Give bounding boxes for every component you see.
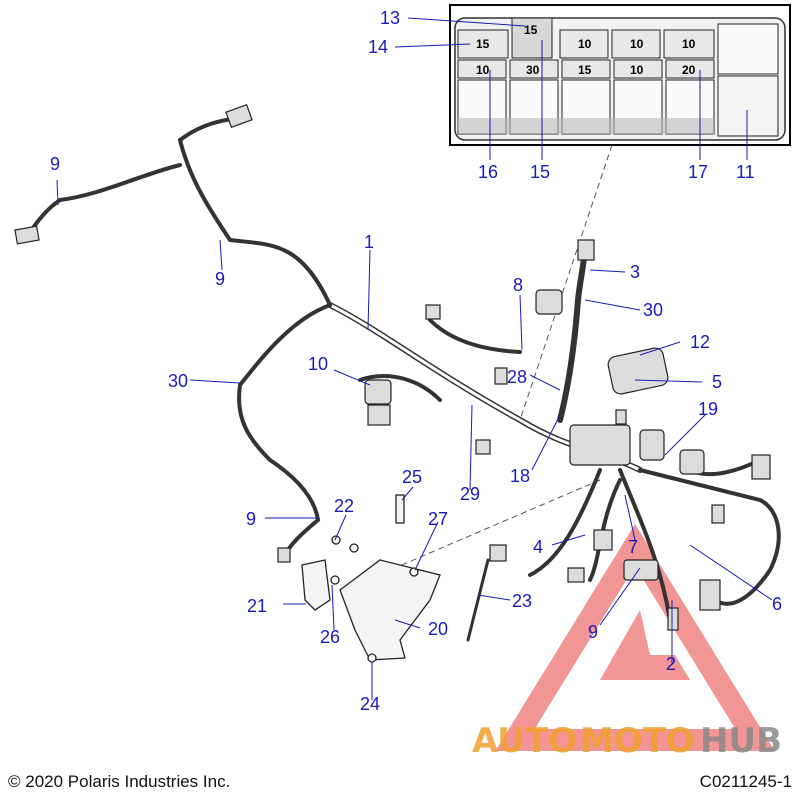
callout-7: 7 — [628, 537, 638, 557]
callout-5: 5 — [712, 372, 722, 392]
callout-13: 13 — [380, 8, 400, 28]
callout-17: 17 — [688, 162, 708, 182]
fuse-label: 15 — [476, 37, 490, 51]
svg-text:AUTO: AUTO — [472, 721, 577, 761]
callout-27: 27 — [428, 509, 448, 529]
callout-leaders — [56, 179, 773, 700]
callout-4: 4 — [533, 537, 543, 557]
fuse-label: 20 — [682, 63, 696, 77]
copyright-text: © 2020 Polaris Industries Inc. — [8, 772, 231, 791]
callout-25: 25 — [402, 467, 422, 487]
callout-11: 11 — [736, 162, 755, 182]
callout-2: 2 — [666, 654, 676, 674]
callout-15: 15 — [530, 162, 550, 182]
fuse-label: 10 — [476, 63, 490, 77]
fuse-label: 15 — [524, 23, 538, 37]
callout-29: 29 — [460, 484, 480, 504]
fuse-label: 10 — [578, 37, 592, 51]
callout-19: 19 — [698, 399, 718, 419]
callout-8: 8 — [513, 275, 523, 295]
fuse-label: 10 — [682, 37, 696, 51]
callout-26: 26 — [320, 627, 340, 647]
callout-22: 22 — [334, 496, 354, 516]
harness-connectors — [14, 103, 771, 631]
fuse-label: 10 — [630, 37, 644, 51]
callout-9: 9 — [215, 269, 225, 289]
inset-leaders — [394, 17, 748, 160]
callout-labels: 1 2 3 4 5 6 7 8 9 9 9 9 10 11 12 13 14 1… — [50, 8, 782, 714]
callout-9: 9 — [588, 622, 598, 642]
fuse-label: 15 — [578, 63, 592, 77]
callout-21: 21 — [247, 596, 267, 616]
bracket-assembly — [301, 494, 441, 663]
watermark-text: AUTO MOTO HUB — [472, 721, 782, 761]
fuse-label: 10 — [630, 63, 644, 77]
callout-24: 24 — [360, 694, 380, 714]
projection-line — [519, 144, 613, 421]
callout-6: 6 — [772, 594, 782, 614]
callout-3: 3 — [630, 262, 640, 282]
callout-30: 30 — [643, 300, 663, 320]
svg-text:MOTO: MOTO — [580, 721, 695, 761]
figure-id: C0211245-1 — [699, 772, 792, 791]
callout-1: 1 — [364, 232, 374, 252]
fuse-bottom-row: 10 30 15 10 20 — [457, 59, 779, 137]
callout-10: 10 — [308, 354, 328, 374]
projection-line — [389, 479, 601, 571]
svg-text:HUB: HUB — [700, 721, 782, 761]
fuse-label: 30 — [526, 63, 540, 77]
callout-30: 30 — [168, 371, 188, 391]
watermark-logo — [495, 524, 775, 751]
callout-16: 16 — [478, 162, 498, 182]
callout-9: 9 — [246, 509, 256, 529]
fuse-box-inset: 15 15 10 10 10 10 30 15 10 20 — [394, 4, 791, 160]
callout-12: 12 — [690, 332, 710, 352]
callout-23: 23 — [512, 591, 532, 611]
callout-28: 28 — [507, 367, 527, 387]
callout-14: 14 — [368, 37, 388, 57]
callout-9: 9 — [50, 154, 60, 174]
callout-20: 20 — [428, 619, 448, 639]
callout-18: 18 — [510, 466, 530, 486]
